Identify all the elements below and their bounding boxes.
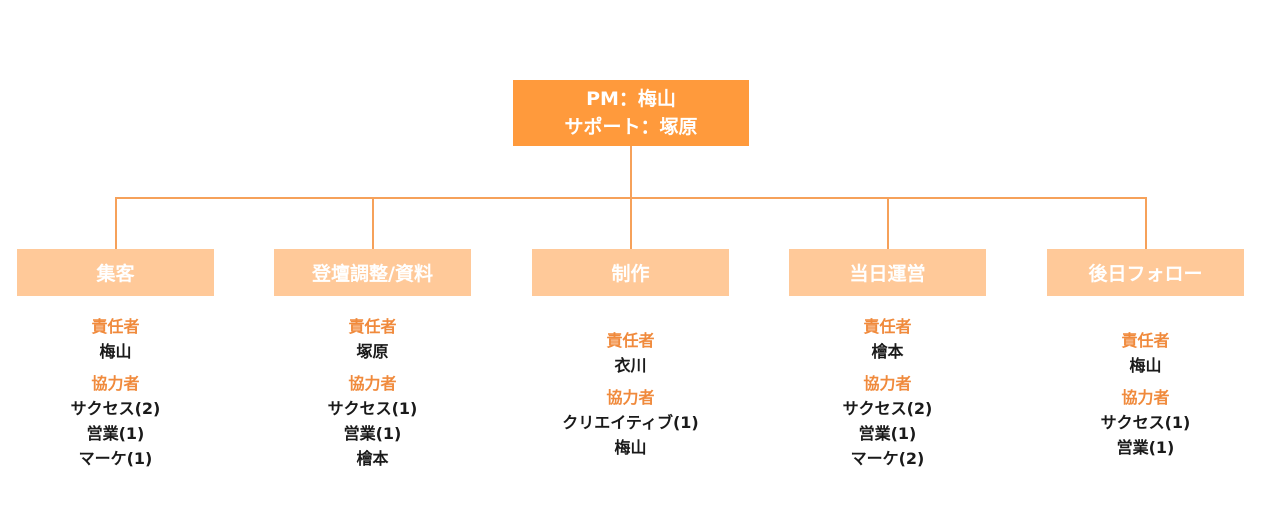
responsible-name: 梅山 xyxy=(99,342,132,361)
cooperator-item: クリエイティブ(1) xyxy=(562,413,699,432)
cooperator-item: サクセス(1) xyxy=(1100,413,1191,432)
responsible-label: 責任者 xyxy=(863,317,912,336)
cooperator-label: 協力者 xyxy=(91,374,140,393)
responsible-name: 梅山 xyxy=(1129,356,1162,375)
root-connector xyxy=(630,146,632,198)
cooperator-item: 檜本 xyxy=(356,449,389,468)
branch-connector xyxy=(630,197,632,249)
cooperator-label: 協力者 xyxy=(1121,388,1170,407)
cooperator-label: 協力者 xyxy=(863,374,912,393)
role-list: 責任者 塚原 協力者 サクセス(1) 営業(1) 檜本 xyxy=(274,314,471,471)
responsible-name: 衣川 xyxy=(614,356,647,375)
branch-connector xyxy=(887,197,889,249)
dept-name: 当日運営 xyxy=(849,263,926,285)
cooperator-label: 協力者 xyxy=(348,374,397,393)
support-label: サポート：塚原 xyxy=(564,116,698,138)
cooperator-item: 営業(1) xyxy=(858,424,917,443)
role-list: 責任者 梅山 協力者 サクセス(1) 営業(1) xyxy=(1047,328,1244,460)
responsible-label: 責任者 xyxy=(348,317,397,336)
responsible-label: 責任者 xyxy=(606,331,655,350)
responsible-name: 塚原 xyxy=(356,342,389,361)
dept-box: 当日運営 xyxy=(789,249,986,296)
dept-name: 後日フォロー xyxy=(1088,263,1203,285)
pm-box: PM：梅山 サポート：塚原 xyxy=(513,80,749,146)
cooperator-item: 営業(1) xyxy=(343,424,402,443)
role-list: 責任者 檜本 協力者 サクセス(2) 営業(1) マーケ(2) xyxy=(789,314,986,471)
responsible-label: 責任者 xyxy=(1121,331,1170,350)
dept-box: 制作 xyxy=(532,249,729,296)
dept-box: 登壇調整/資料 xyxy=(274,249,471,296)
cooperator-item: サクセス(2) xyxy=(70,399,161,418)
dept-name: 集客 xyxy=(96,263,135,285)
role-list: 責任者 衣川 協力者 クリエイティブ(1) 梅山 xyxy=(532,328,729,460)
branch-connector xyxy=(115,197,117,249)
role-list: 責任者 梅山 協力者 サクセス(2) 営業(1) マーケ(1) xyxy=(17,314,214,471)
responsible-label: 責任者 xyxy=(91,317,140,336)
cooperator-item: 営業(1) xyxy=(1116,438,1175,457)
dept-name: 登壇調整/資料 xyxy=(312,263,433,285)
cooperator-item: サクセス(1) xyxy=(327,399,418,418)
responsible-name: 檜本 xyxy=(871,342,904,361)
branch-connector xyxy=(372,197,374,249)
pm-label: PM：梅山 xyxy=(586,88,676,110)
branch-connector xyxy=(1145,197,1147,249)
cooperator-item: マーケ(2) xyxy=(850,449,925,468)
cooperator-item: マーケ(1) xyxy=(78,449,153,468)
dept-name: 制作 xyxy=(611,263,650,285)
cooperator-item: 営業(1) xyxy=(86,424,145,443)
cooperator-label: 協力者 xyxy=(606,388,655,407)
cooperator-item: サクセス(2) xyxy=(842,399,933,418)
cooperator-item: 梅山 xyxy=(614,438,647,457)
dept-box: 後日フォロー xyxy=(1047,249,1244,296)
dept-box: 集客 xyxy=(17,249,214,296)
